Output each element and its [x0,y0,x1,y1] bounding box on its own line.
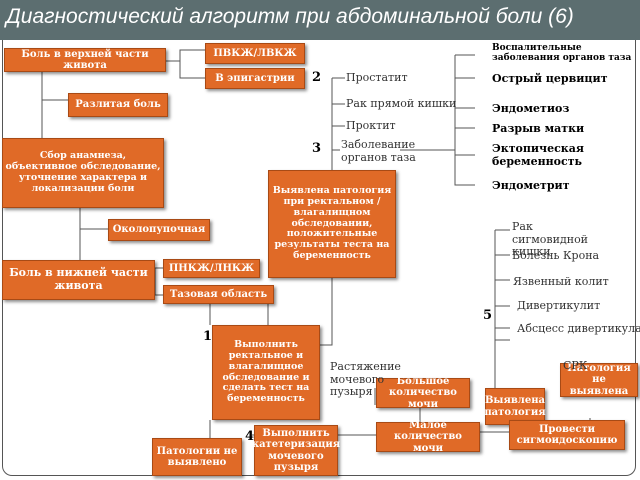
pvkzh-box: ПВКЖ/ЛВКЖ [205,43,305,64]
pathology-identified-box: Выявлена патология [484,388,546,425]
title-bar: Диагностический алгоритм при абдоминальн… [0,0,640,40]
no-pathology-box: Патологии не выявлено [152,438,242,476]
catheterization-box: Выполнить катетеризация мочевого пузыря [252,425,340,476]
bladder-distension-text: Растяжение мочевого пузыря [330,360,401,399]
crohn-disease-text: Болезнь Крона [512,249,600,262]
epigastrium-box: В эпигастрии [205,68,305,89]
pathology-not-identified-box: Патология не выявлена [560,363,638,397]
sigmoid-cancer-text: Рак сигмовидной кишки [512,220,589,259]
step-number-3: 3 [312,141,322,156]
inflammatory-pelvic-diseases-text: Воспалительные заболевания органов таза [492,43,632,64]
diverticulitis-text: Дивертикулит [517,299,601,312]
ibs-text: СРК [563,359,588,372]
step-number-4: 4 [245,429,255,444]
ectopic-pregnancy-text: Эктопическая беременность [492,142,585,168]
proctitis-text: Проктит [346,119,396,132]
anamnesis-box: Сбор анамнеза, объективное обследование,… [2,138,164,208]
pnkzh-box: ПНКЖ/ЛНКЖ [163,259,260,278]
uterus-rupture-text: Разрыв матки [492,122,585,135]
endometritis-text: Эндометрит [492,179,570,192]
upper-abdominal-pain-box: Боль в верхней части живота [4,48,166,72]
step-number-1: 1 [203,329,213,344]
lower-abdominal-pain-box: Боль в нижней части живота [2,260,155,300]
endometriosis-text: Эндометиоз [492,102,570,115]
ulcerative-colitis-text: Язвенный колит [513,275,609,288]
diverticula-abscess-text: Абсцесс дивертикула [517,322,640,335]
acute-cervicitis-text: Острый цервицит [492,72,608,85]
pelvic-area-box: Тазовая область [163,285,274,304]
diffuse-pain-box: Разлитая боль [68,93,168,117]
small-urine-box: Малое количество мочи [376,420,480,454]
large-urine-box: Большое количество мочи [376,376,470,410]
step-number-5: 5 [483,308,493,323]
prostatitis-text: Простатит [346,71,408,84]
do-rectal-exam-box: Выполнить ректальное и влагалищное обсле… [212,325,320,420]
pelvic-disease-text: Заболевание органов таза [341,138,416,164]
step-number-2: 2 [312,70,322,85]
page-title: Диагностический алгоритм при абдоминальн… [6,5,574,28]
rectal-cancer-text: Рак прямой кишки [346,97,457,110]
periumbilical-box: Околопупочная [108,219,210,241]
sigmoidoscopy-box: Провести сигмоидоскопию [509,420,625,450]
pathology-found-box: Выявлена патология при ректальном / влаг… [268,170,396,278]
